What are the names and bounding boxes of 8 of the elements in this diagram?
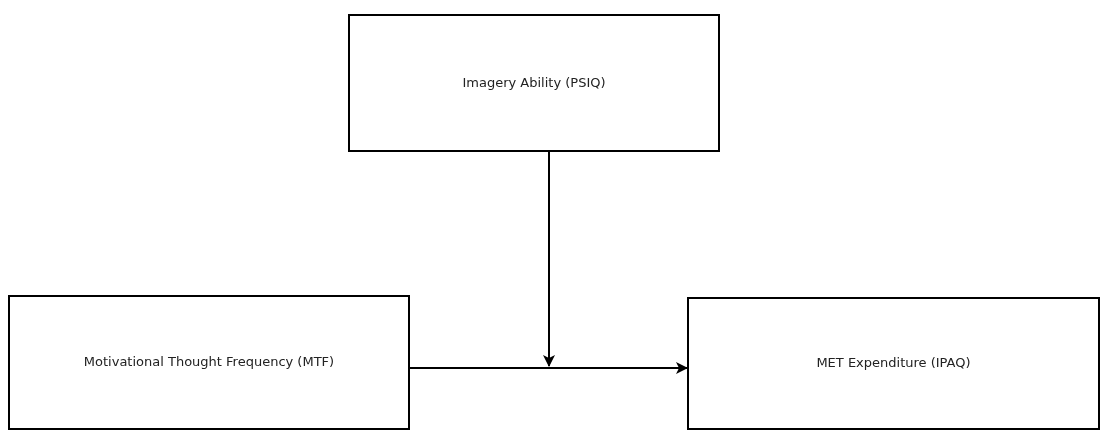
- arrow: [409, 362, 688, 374]
- node-label: Motivational Thought Frequency (MTF): [83, 353, 335, 372]
- node-label: Imagery Ability (PSIQ): [462, 73, 606, 92]
- process-box: [8, 295, 410, 430]
- process-box: [348, 14, 720, 152]
- arrow: [543, 151, 555, 367]
- node-label: MET Expenditure (IPAQ): [816, 354, 971, 373]
- process-box: [687, 297, 1100, 430]
